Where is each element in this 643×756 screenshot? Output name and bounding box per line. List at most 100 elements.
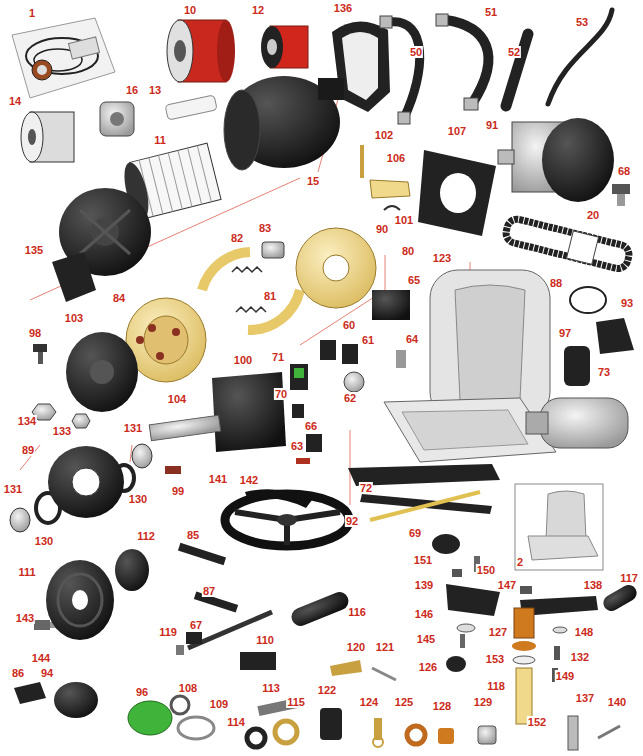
- part-shape: [80, 210, 130, 254]
- callout-number: 107: [447, 125, 467, 137]
- part-shape: [370, 492, 480, 520]
- part-shape: [568, 716, 578, 750]
- part-shape: [455, 285, 525, 400]
- callout-number: 83: [258, 222, 272, 234]
- callout-number: 128: [432, 700, 452, 712]
- callout-number: 87: [202, 585, 216, 597]
- part-shape: [446, 584, 500, 616]
- part-shape: [14, 682, 46, 704]
- bearings: [10, 444, 152, 532]
- callout-number: 108: [178, 682, 198, 694]
- sender: [612, 184, 630, 206]
- callout-number: 50: [409, 46, 423, 58]
- callout-number: 121: [375, 641, 395, 653]
- part-shape: [600, 582, 639, 614]
- part-shape: [430, 270, 550, 420]
- part-shape: [515, 484, 603, 570]
- callout-number: 126: [418, 661, 438, 673]
- part-shape: [136, 336, 144, 344]
- callout-number: 91: [485, 119, 499, 131]
- callout-number: 88: [549, 277, 563, 289]
- part-shape: [504, 217, 631, 271]
- part-shape: [247, 729, 265, 747]
- callout-number: 53: [575, 16, 589, 28]
- part-shape: [360, 145, 364, 178]
- callout-number: 100: [233, 354, 253, 366]
- part-shape: [296, 458, 310, 464]
- callout-number: 139: [414, 579, 434, 591]
- part-shape: [48, 446, 124, 518]
- part-shape: [432, 534, 460, 554]
- part-shape: [58, 574, 102, 626]
- part-shape: [267, 39, 277, 55]
- part-shape: [224, 90, 260, 170]
- callout-number: 92: [345, 515, 359, 527]
- valve: [52, 252, 96, 302]
- callout-number: 106: [386, 152, 406, 164]
- part-shape: [72, 414, 90, 428]
- part-shape: [240, 652, 276, 670]
- part-shape: [460, 634, 465, 648]
- callout-number: 145: [416, 633, 436, 645]
- part-shape: [542, 118, 614, 202]
- part-shape: [372, 668, 396, 680]
- part-shape: [149, 415, 221, 441]
- callout-number: 99: [171, 485, 185, 497]
- part-shape: [498, 150, 514, 164]
- part-shape: [37, 65, 47, 75]
- callout-number: 98: [28, 327, 42, 339]
- callout-number: 86: [11, 667, 25, 679]
- callout-number: 114: [226, 716, 246, 728]
- part-shape: [115, 549, 149, 591]
- part-shape: [110, 112, 124, 126]
- part-shape: [402, 410, 528, 450]
- callout-number: 109: [209, 698, 229, 710]
- part-shape: [248, 290, 300, 330]
- callout-number: 136: [333, 2, 353, 14]
- part-shape: [436, 14, 448, 26]
- callout-number: 96: [135, 686, 149, 698]
- tube: [165, 95, 217, 120]
- pulleys: [46, 549, 149, 640]
- callout-number: 60: [342, 319, 356, 331]
- gasket-kit: [12, 18, 115, 98]
- part-shape: [570, 287, 606, 313]
- part-shape: [342, 32, 378, 100]
- callout-number: 103: [64, 312, 84, 324]
- part-shape: [128, 701, 172, 735]
- part-shape: [90, 360, 114, 384]
- part-shape: [350, 430, 351, 505]
- wheel-hub: [48, 446, 124, 518]
- part-shape: [21, 112, 43, 162]
- part-shape: [384, 206, 400, 210]
- callout-number: 68: [617, 165, 631, 177]
- part-shape: [165, 466, 181, 474]
- spindle: [149, 372, 286, 452]
- air-cleaner-housing: [224, 76, 344, 170]
- callout-number: 66: [304, 420, 318, 432]
- callout-number: 1: [28, 7, 36, 19]
- belt: [503, 215, 631, 272]
- callout-number: 131: [123, 422, 143, 434]
- callout-number: 51: [484, 6, 498, 18]
- callout-number: 118: [486, 680, 506, 692]
- callout-number: 82: [230, 232, 244, 244]
- callout-number: 132: [570, 651, 590, 663]
- callout-number: 148: [574, 626, 594, 638]
- part-shape: [596, 318, 634, 354]
- part-shape: [617, 194, 625, 206]
- steering-wheel: [225, 489, 349, 546]
- part-shape: [598, 726, 620, 738]
- brake-shoes: [202, 252, 300, 330]
- callout-number: 80: [401, 245, 415, 257]
- part-shape: [126, 298, 206, 382]
- callout-number: 115: [286, 696, 306, 708]
- callout-number: 150: [476, 564, 496, 576]
- callout-number: 84: [112, 292, 126, 304]
- callout-number: 112: [136, 530, 156, 542]
- callout-number: 123: [432, 252, 452, 264]
- part-shape: [277, 514, 297, 526]
- callout-number: 72: [359, 482, 373, 494]
- callout-number: 137: [575, 692, 595, 704]
